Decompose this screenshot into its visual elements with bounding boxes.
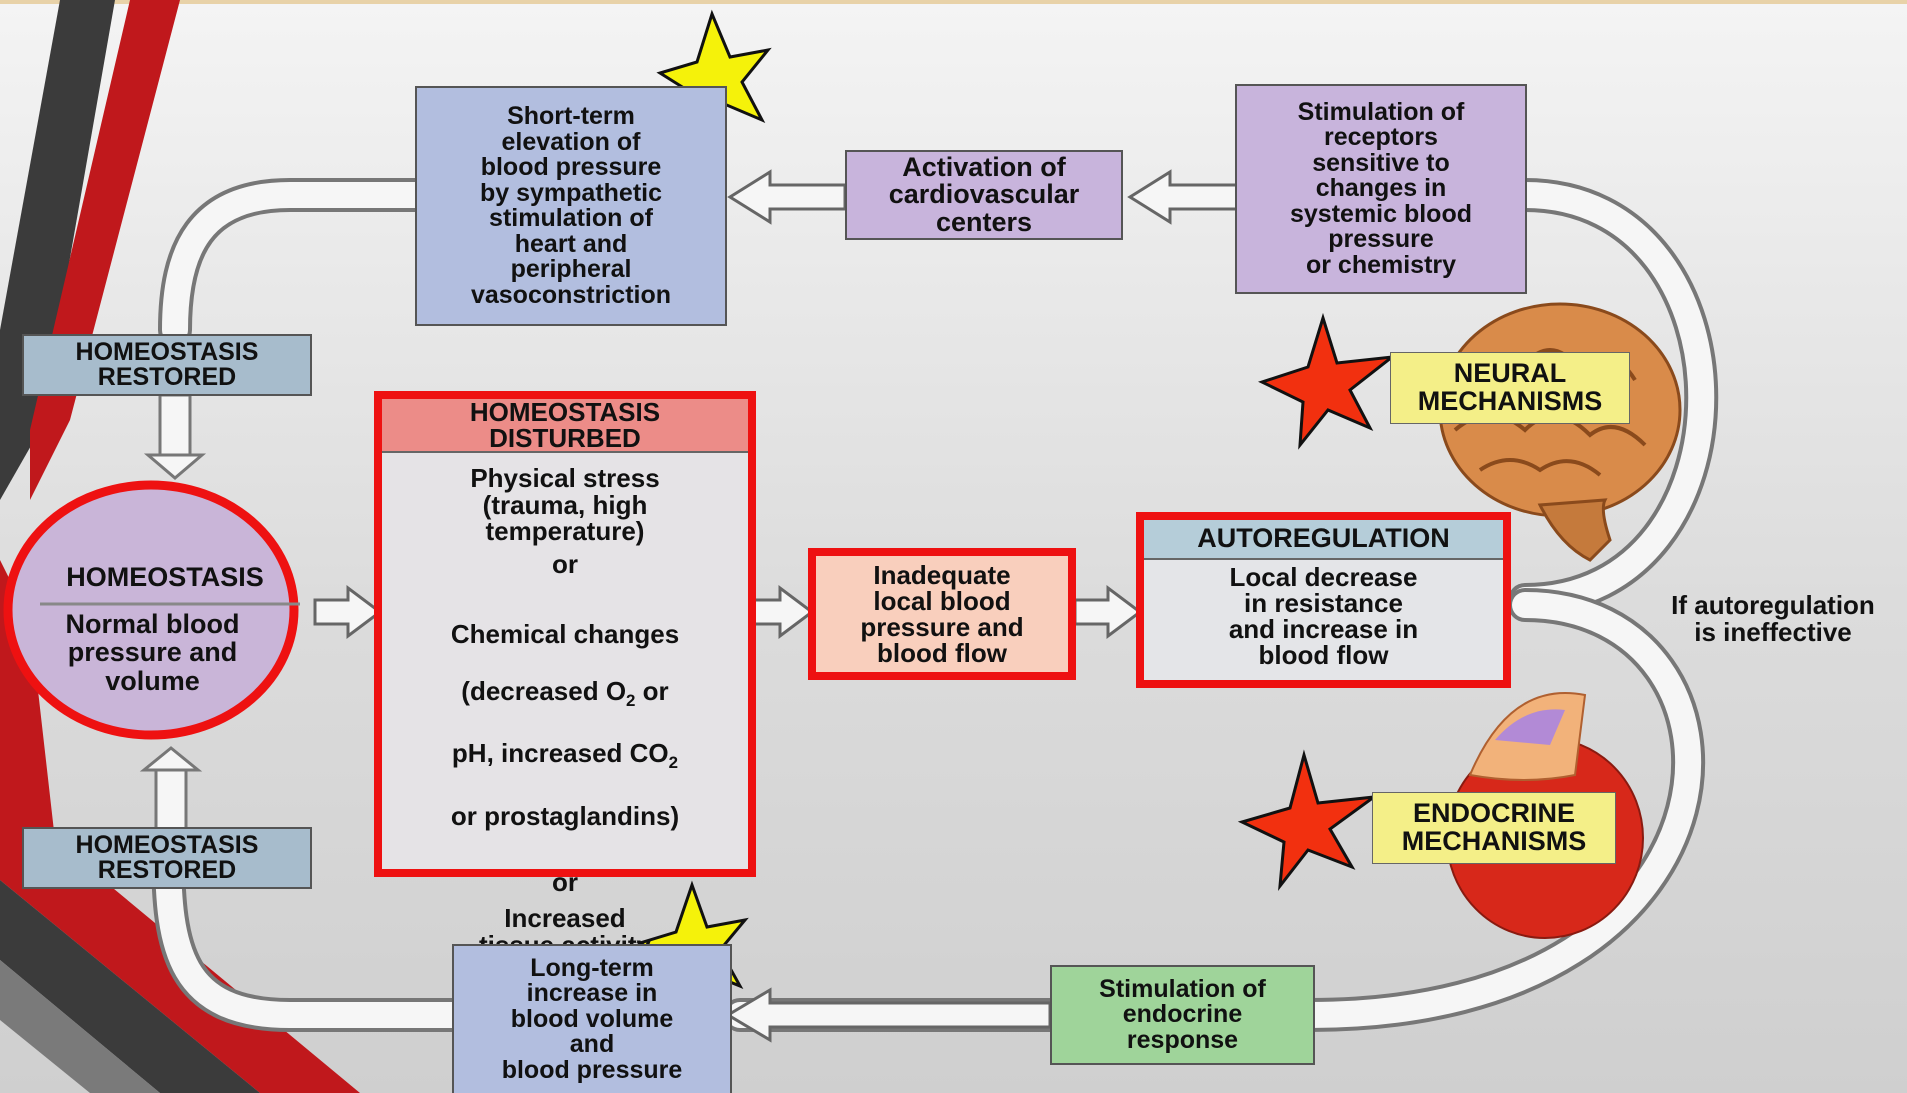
homeostasis-title: HOMEOSTASIS bbox=[66, 562, 264, 592]
inadequate-flow-box: Inadequate local blood pressure and bloo… bbox=[808, 548, 1076, 680]
or-text-2: or bbox=[552, 866, 578, 897]
chemical-line-2a: (decreased O bbox=[461, 675, 627, 706]
autoregulation-body: Local decrease in resistance and increas… bbox=[1228, 562, 1419, 670]
chemical-line-1: Chemical changes bbox=[450, 618, 680, 649]
arrow-inadequate-to-autoreg bbox=[1073, 585, 1143, 639]
arrow-down-head bbox=[143, 453, 207, 480]
arrow-up-shaft bbox=[154, 768, 188, 832]
loop-left-bottom bbox=[155, 837, 473, 1028]
arrow-disturbed-to-inadequate bbox=[746, 585, 815, 639]
co2-subscript: 2 bbox=[668, 753, 679, 773]
arrow-receptors-to-activation bbox=[1127, 169, 1240, 225]
homeostasis-circle bbox=[3, 480, 299, 740]
chemical-line-2b: or bbox=[635, 675, 669, 706]
homeostasis-restored-bottom: HOMEOSTASIS RESTORED bbox=[22, 827, 312, 889]
chemical-line-3: pH, increased CO2 bbox=[451, 739, 679, 773]
autoregulation-header: AUTOREGULATION bbox=[1144, 520, 1503, 560]
chemical-changes-text: Chemical changes (decreased O2 or pH, in… bbox=[451, 591, 679, 859]
adrenal-medulla bbox=[1495, 709, 1565, 745]
hollow-arrows bbox=[313, 169, 1240, 1043]
loop-left-top bbox=[162, 182, 433, 343]
vertical-arrows bbox=[139, 393, 207, 832]
chemical-line-4: or prostaglandins) bbox=[450, 800, 680, 831]
or-text-1: or bbox=[552, 548, 578, 579]
activation-box: Activation of cardiovascular centers bbox=[845, 150, 1123, 240]
brain-stem bbox=[1537, 498, 1612, 562]
arrow-down-shaft bbox=[158, 393, 192, 457]
receptor-stimulation-box: Stimulation of receptors sensitive to ch… bbox=[1235, 84, 1527, 294]
chemical-line-3a: pH, increased CO bbox=[451, 738, 669, 769]
loop-right-bottom bbox=[1297, 592, 1702, 1028]
homeostasis-body: Normal blood pressure and volume bbox=[65, 609, 240, 696]
endocrine-mechanisms-label: ENDOCRINE MECHANISMS bbox=[1372, 792, 1616, 864]
endocrine-stimulation-box: Stimulation of endocrine response bbox=[1050, 965, 1315, 1065]
long-term-box: Long-term increase in blood volume and b… bbox=[452, 944, 732, 1093]
neural-mechanisms-label: NEURAL MECHANISMS bbox=[1390, 352, 1630, 424]
star-red-endocrine bbox=[1237, 749, 1380, 891]
star-red-neural bbox=[1258, 312, 1398, 450]
if-ineffective-label: If autoregulation is ineffective bbox=[1671, 590, 1875, 648]
arrow-activation-to-shortterm bbox=[727, 169, 847, 225]
arrow-endocrine-to-longterm bbox=[725, 987, 1052, 1043]
short-term-box: Short-term elevation of blood pressure b… bbox=[415, 86, 727, 326]
o2-subscript: 2 bbox=[626, 691, 636, 711]
loop-right-top bbox=[1512, 182, 1715, 613]
homeostasis-restored-top: HOMEOSTASIS RESTORED bbox=[22, 334, 312, 396]
disturbed-header: HOMEOSTASIS DISTURBED bbox=[382, 399, 748, 453]
stripe-gray-bottom bbox=[0, 960, 160, 1093]
top-border bbox=[0, 0, 1907, 4]
homeostasis-disturbed-box: HOMEOSTASIS DISTURBED Physical stress (t… bbox=[374, 391, 756, 958]
arrow-up-head bbox=[139, 746, 203, 772]
stripe-dark-bottom bbox=[0, 880, 260, 1093]
arrow-homeostasis-to-disturbed bbox=[313, 585, 383, 639]
physical-stress-text: Physical stress (trauma, high temperatur… bbox=[470, 463, 660, 547]
autoregulation-box: AUTOREGULATION Local decrease in resista… bbox=[1136, 512, 1511, 688]
chemical-line-2: (decreased O2 or bbox=[451, 677, 679, 711]
